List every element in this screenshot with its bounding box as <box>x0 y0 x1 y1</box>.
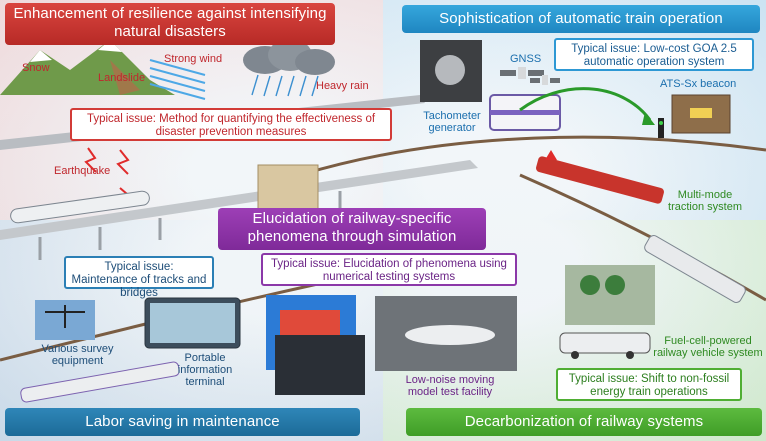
issue-decarbonization: Typical issue: Shift to non-fossil energ… <box>556 368 742 401</box>
earthquake-icon <box>84 147 97 173</box>
label-fuel-cell: Fuel-cell-powered railway vehicle system <box>653 335 763 359</box>
beacon-icon <box>690 108 712 118</box>
issue-disaster: Typical issue: Method for quantifying th… <box>70 108 392 141</box>
arrow-head <box>642 112 655 125</box>
tablet-screen <box>150 303 235 343</box>
label-earthquake: Earthquake <box>54 165 111 177</box>
issue-ato: Typical issue: Low-cost GOA 2.5 automati… <box>554 38 754 71</box>
label-heavy-rain: Heavy rain <box>316 80 369 92</box>
model-train <box>405 325 495 345</box>
label-portable-terminal: Portable information terminal <box>177 352 233 388</box>
label-ats-beacon: ATS-Sx beacon <box>660 78 737 90</box>
label-multi-mode: Multi-mode traction system <box>668 189 742 213</box>
railway-track <box>299 135 766 177</box>
hydrogen-plant-photo <box>565 265 655 325</box>
title-labor-saving: Labor saving in maintenance <box>5 408 360 436</box>
heavy-rain-cloud-icon <box>243 39 335 97</box>
fuelcell-train <box>644 235 746 303</box>
label-snow: Snow <box>22 62 50 74</box>
wheel-icon <box>626 351 634 359</box>
signal-lamp <box>659 121 663 125</box>
supercomputer-photo <box>275 335 365 395</box>
label-survey-equipment: Various survey equipment <box>41 343 114 367</box>
issue-simulation: Typical issue: Elucidation of phenomena … <box>261 253 517 286</box>
tanker-truck <box>559 332 651 354</box>
strong-wind-icon <box>149 59 206 100</box>
label-low-noise-facility: Low-noise moving model test facility <box>405 374 495 398</box>
railway-signal-icon <box>658 118 664 138</box>
viaduct <box>0 160 478 240</box>
tank-icon <box>605 275 625 295</box>
title-automatic-train-operation: Sophistication of automatic train operat… <box>402 5 760 33</box>
title-disaster-resilience: Enhancement of resilience against intens… <box>5 3 335 45</box>
commuter-train <box>20 361 180 403</box>
label-strong-wind: Strong wind <box>164 53 223 65</box>
snow-cap-icon <box>30 50 52 62</box>
drone-icon <box>45 305 85 328</box>
snow-cap-icon <box>98 40 122 52</box>
gnss-satellite-icon <box>500 67 544 79</box>
title-simulation: Elucidation of railway-specific phenomen… <box>218 208 486 250</box>
earthquake-icon <box>116 149 130 175</box>
label-tachometer: Tachometer generator <box>423 110 481 134</box>
landslide-icon <box>110 60 140 95</box>
label-gnss: GNSS <box>510 53 542 65</box>
shinkansen-train <box>10 190 150 224</box>
building <box>257 164 319 211</box>
beacon-photo <box>671 94 731 134</box>
tank-icon <box>580 275 600 295</box>
wheel-icon <box>571 351 579 359</box>
beacon-marker-icon <box>545 150 557 160</box>
gnss-satellite-icon <box>530 75 560 85</box>
ato-train-stripe <box>490 110 560 115</box>
tachometer-icon <box>435 55 465 85</box>
beacon-signal-arrow <box>519 87 652 121</box>
title-decarbonization: Decarbonization of railway systems <box>406 408 762 436</box>
label-landslide: Landslide <box>98 72 146 84</box>
issue-maintenance: Typical issue: Maintenance of tracks and… <box>64 256 214 299</box>
multimode-train <box>536 156 664 204</box>
